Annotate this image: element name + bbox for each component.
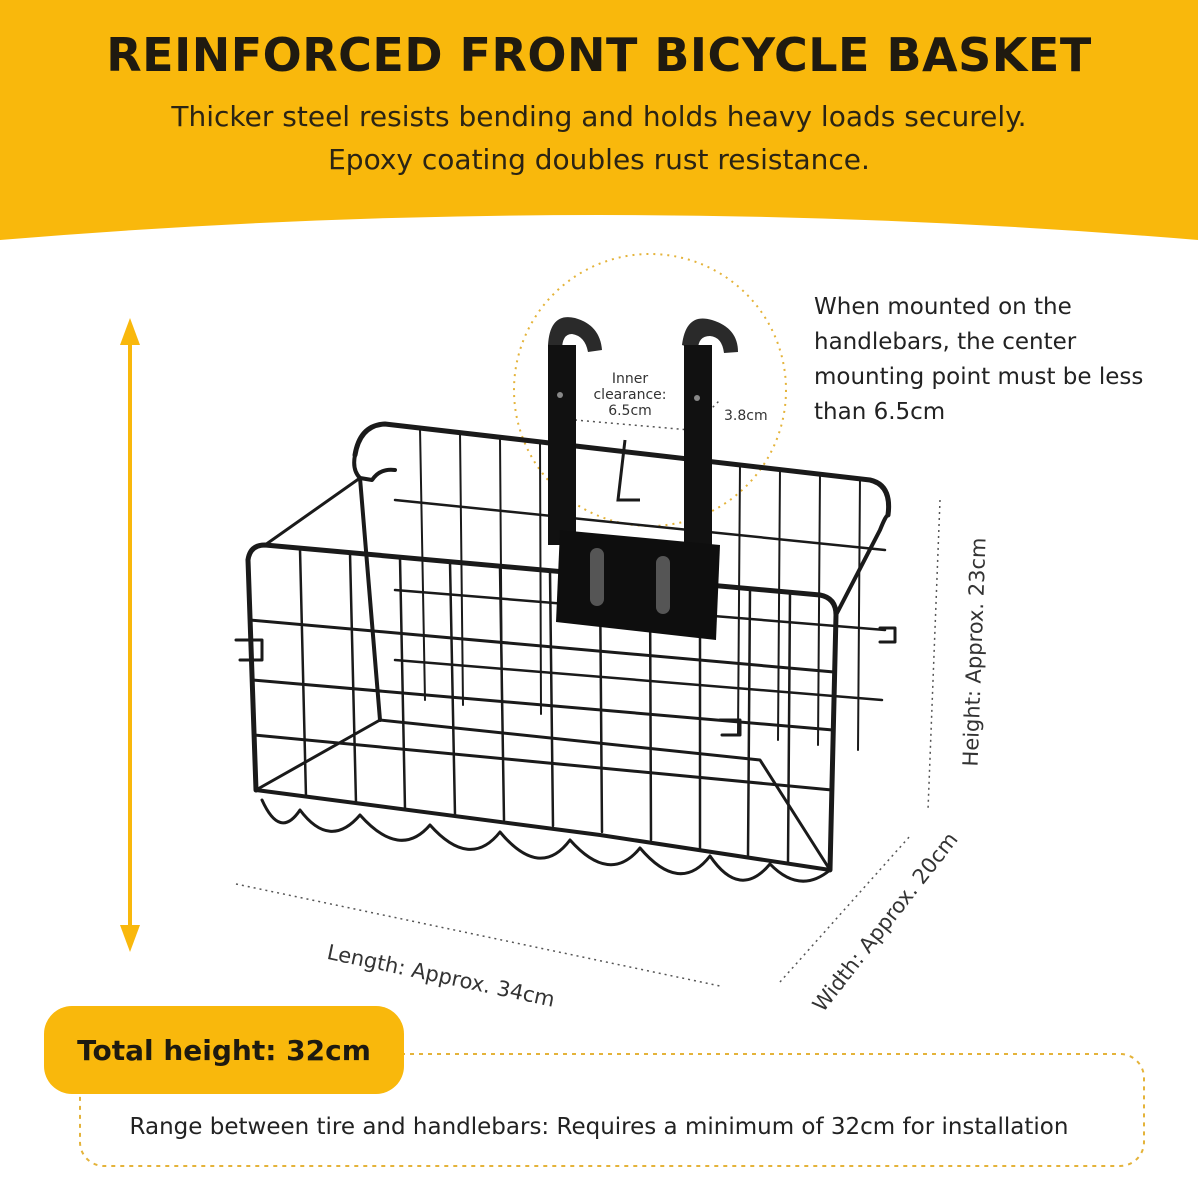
total-height-badge: Total height: 32cm bbox=[44, 1006, 404, 1094]
range-requirement: Range between tire and handlebars: Requi… bbox=[129, 1114, 1069, 1140]
dimension-guides bbox=[235, 399, 941, 987]
subtitle-line-1: Thicker steel resists bending and holds … bbox=[171, 100, 1027, 133]
mounting-note: When mounted on the handlebars, the cent… bbox=[814, 294, 1144, 425]
hook-size-label: 3.8cm bbox=[724, 408, 768, 424]
inner-clearance-line-2: clearance: bbox=[593, 387, 667, 403]
header-band bbox=[0, 0, 1198, 240]
mounting-bracket bbox=[548, 317, 738, 640]
subtitle-line-2: Epoxy coating doubles rust resistance. bbox=[328, 143, 870, 176]
clearance-callout-circle bbox=[513, 253, 787, 527]
inner-clearance-label: Inner clearance: 6.5cm bbox=[585, 371, 675, 419]
page-title: REINFORCED FRONT BICYCLE BASKET bbox=[106, 28, 1092, 82]
inner-clearance-line-3: 6.5cm bbox=[608, 403, 652, 419]
inner-clearance-line-1: Inner bbox=[611, 371, 649, 387]
range-box bbox=[79, 1053, 1145, 1167]
total-height-arrow bbox=[120, 318, 140, 952]
